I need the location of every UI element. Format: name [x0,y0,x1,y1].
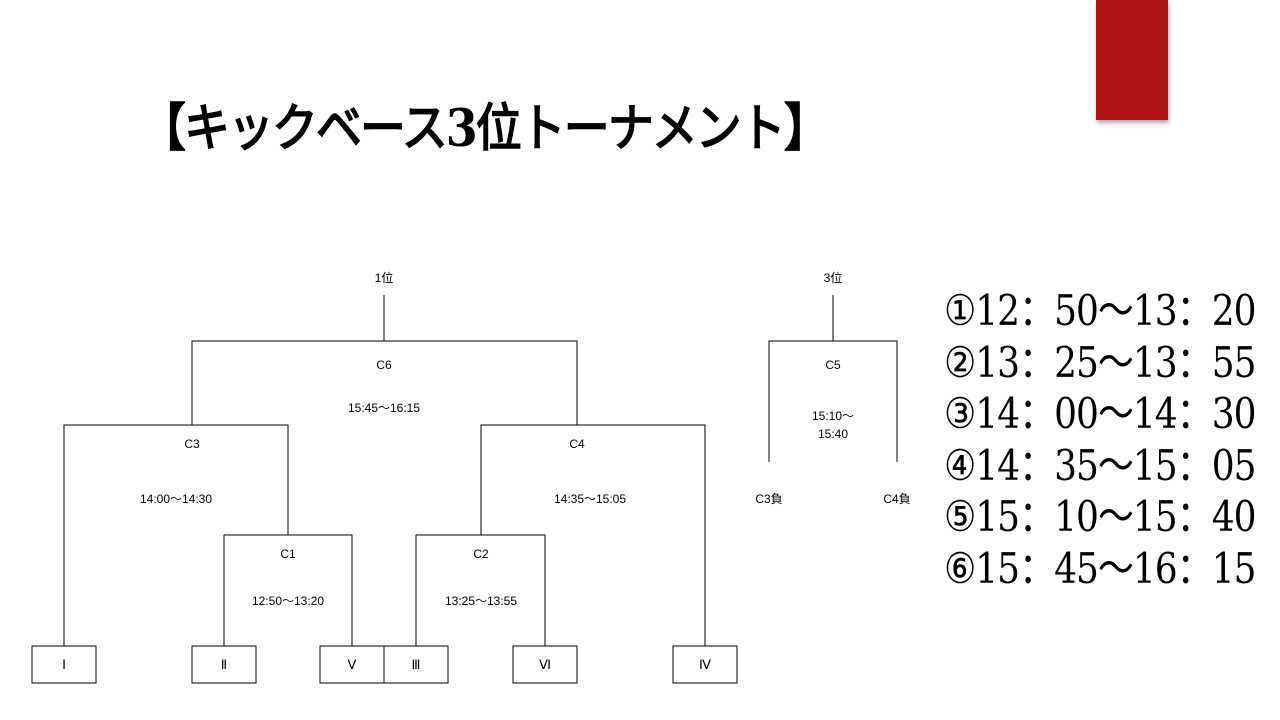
match-c5-id: C5 [825,358,841,372]
team-box-6 [512,645,578,684]
match-c1-id: C1 [280,547,296,561]
accent-bar [1096,0,1168,120]
team-box-4 [672,645,738,684]
match-c3-bracket [63,424,289,646]
schedule-item: ⑥15：45〜16：15 [944,544,1257,594]
team-box-1 [31,645,97,684]
match-c5-time-line2: 15:40 [818,427,848,441]
match-c1-time: 12:50〜13:20 [252,594,324,608]
team-label: Ⅳ [699,657,711,672]
third-place-left-entrant: C3負 [755,492,782,506]
match-c2-bracket [415,534,546,646]
match-c6-id: C6 [376,358,392,372]
schedule-item: ④14：35〜15：05 [944,441,1257,491]
champion-label: 1位 [375,270,394,285]
match-c3-id: C3 [184,437,200,451]
match-c3-time: 14:00〜14:30 [140,492,212,506]
schedule-item: ①12：50〜13：20 [944,287,1257,336]
team-box-2 [191,645,257,684]
team-label: Ⅴ [348,657,357,672]
match-c6-bracket [191,340,578,425]
schedule-item: ⑤15：10〜15：40 [944,493,1257,542]
team-label: Ⅲ [412,657,421,672]
match-c5-time-line1: 15:10〜 [812,409,854,423]
third-place-right-entrant: C4負 [883,492,910,506]
match-c2-id: C2 [473,547,489,561]
team-label: Ⅱ [221,657,227,672]
match-c4-time: 14:35〜15:05 [554,492,626,506]
match-c6-time: 15:45〜16:15 [348,401,420,415]
team-label: Ⅵ [539,657,551,672]
schedule-list: ①12：50〜13：20 ②13：25〜13：55 ③14：00〜14：30 ④… [944,286,1257,595]
match-c1-bracket [223,534,353,646]
match-c2-time: 13:25〜13:55 [445,594,517,608]
schedule-item: ②13：25〜13：55 [944,338,1257,388]
match-c4-bracket [480,424,706,646]
third-place-label: 3位 [824,270,843,285]
schedule-item: ③14：00〜14：30 [944,390,1257,439]
match-c4-id: C4 [569,437,585,451]
team-box-3 [383,645,449,684]
match-c5-bracket [768,340,898,462]
team-label: Ⅰ [62,657,66,672]
page-title: 【キックベース3位トーナメント】 [140,97,830,159]
